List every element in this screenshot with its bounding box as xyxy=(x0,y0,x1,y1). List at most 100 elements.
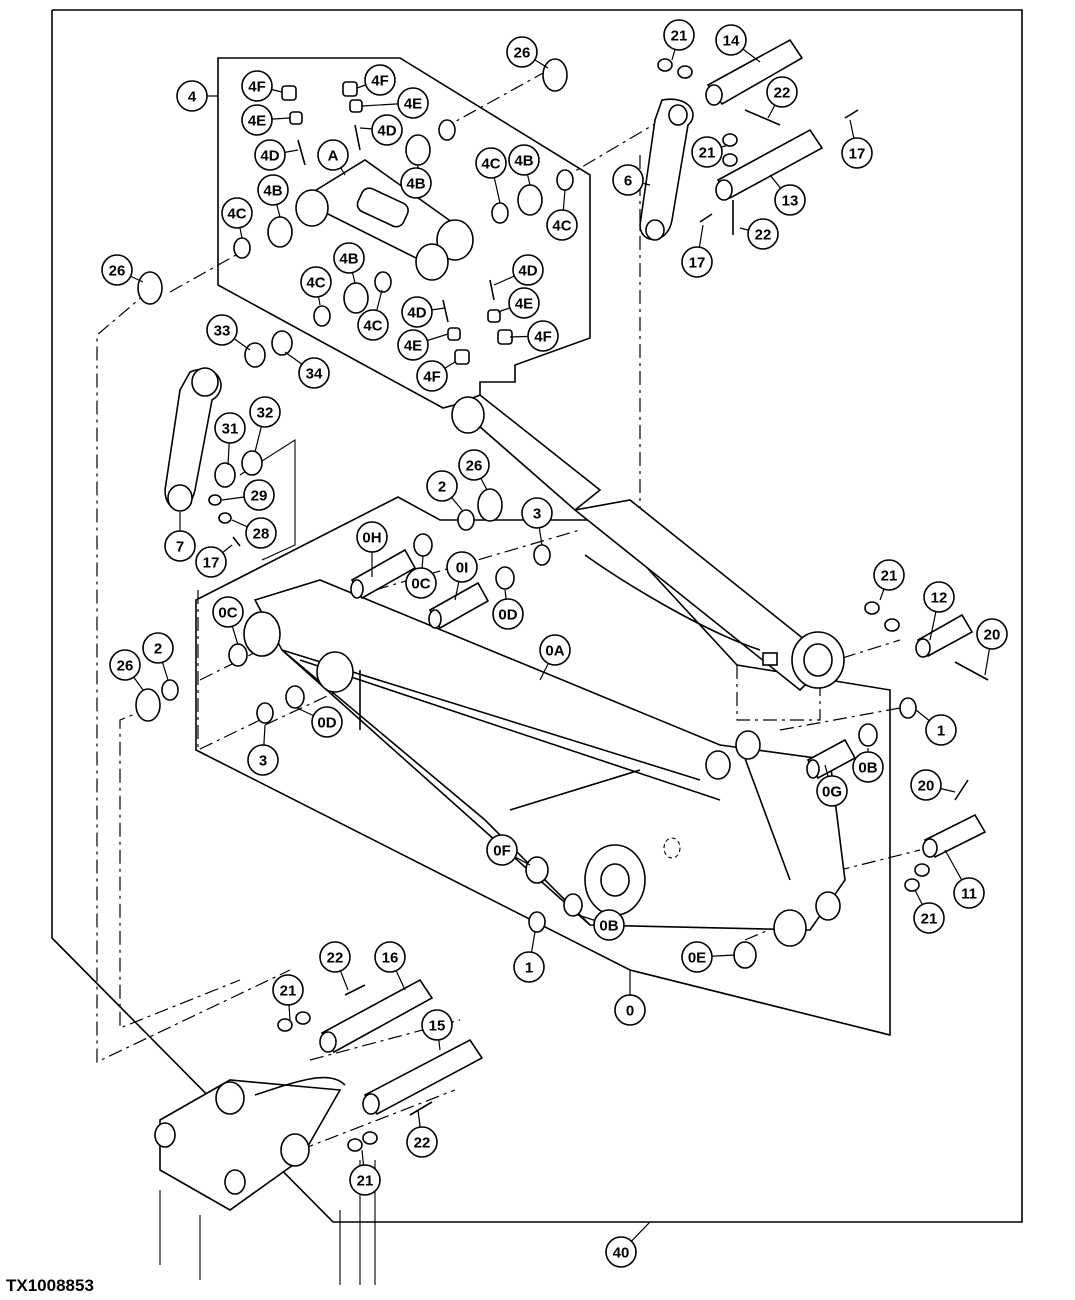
callout-4F: 4F xyxy=(241,70,273,102)
svg-text:4C: 4C xyxy=(363,318,382,335)
svg-text:13: 13 xyxy=(782,193,799,210)
shim-26 xyxy=(137,271,163,305)
callout-0F: 0F xyxy=(486,834,518,866)
fitting-4D xyxy=(442,299,449,323)
fitting-4D xyxy=(297,139,306,166)
ring-3 xyxy=(533,544,551,566)
ring-1 xyxy=(899,697,917,719)
callout-4F: 4F xyxy=(364,64,396,96)
axis-line xyxy=(439,71,546,131)
svg-text:4E: 4E xyxy=(404,96,422,113)
svg-text:0D: 0D xyxy=(317,715,336,732)
callout-28: 28 xyxy=(245,517,277,549)
svg-text:34: 34 xyxy=(306,366,323,383)
svg-text:4D: 4D xyxy=(377,123,396,140)
nut-21 xyxy=(914,863,930,877)
callout-1: 1 xyxy=(513,951,545,983)
svg-text:4F: 4F xyxy=(248,79,266,96)
seal-4C xyxy=(438,119,456,141)
callout-0I: 0I xyxy=(446,551,478,583)
svg-text:22: 22 xyxy=(327,950,344,967)
callout-26: 26 xyxy=(458,449,490,481)
svg-text:4F: 4F xyxy=(534,329,552,346)
callout-16: 16 xyxy=(374,941,406,973)
callout-0C: 0C xyxy=(212,596,244,628)
callout-4F: 4F xyxy=(527,320,559,352)
fitting-17 xyxy=(844,109,859,119)
callout-33: 33 xyxy=(206,314,238,346)
bushing-4B xyxy=(343,282,369,314)
svg-text:14: 14 xyxy=(723,33,740,50)
washer-34 xyxy=(271,330,293,356)
callout-12: 12 xyxy=(923,581,955,613)
svg-text:4C: 4C xyxy=(306,275,325,292)
seal-0C xyxy=(228,643,248,667)
callout-26: 26 xyxy=(109,649,141,681)
svg-text:17: 17 xyxy=(203,555,220,572)
svg-text:2: 2 xyxy=(154,641,162,658)
callout-14: 14 xyxy=(715,24,747,56)
bolt-22 xyxy=(409,1101,433,1116)
callout-4E: 4E xyxy=(508,287,540,319)
nut-21 xyxy=(904,878,920,892)
svg-text:21: 21 xyxy=(280,983,297,1000)
callout-29: 29 xyxy=(243,479,275,511)
bolt-22 xyxy=(744,109,781,126)
callout-0C: 0C xyxy=(405,567,437,599)
svg-text:A: A xyxy=(328,148,339,165)
svg-text:4C: 4C xyxy=(481,156,500,173)
callout-4C: 4C xyxy=(221,197,253,229)
callout-0B: 0B xyxy=(593,909,625,941)
cap-4E xyxy=(487,309,501,323)
callout-2: 2 xyxy=(142,632,174,664)
callout-4B: 4B xyxy=(333,242,365,274)
ring-3 xyxy=(256,702,274,724)
svg-text:20: 20 xyxy=(918,778,935,795)
svg-text:0I: 0I xyxy=(456,560,469,577)
side-link-6 xyxy=(639,98,694,241)
figure-id-label: TX1008853 xyxy=(6,1276,94,1295)
svg-text:4B: 4B xyxy=(339,251,358,268)
nut-21 xyxy=(864,601,880,615)
callout-40: 40 xyxy=(605,1236,637,1268)
callout-22: 22 xyxy=(766,76,798,108)
washer-32 xyxy=(241,450,263,476)
callout-0D: 0D xyxy=(311,706,343,738)
fitting-4D xyxy=(489,279,495,301)
svg-text:26: 26 xyxy=(109,263,126,280)
seal-0C xyxy=(413,533,433,557)
callout-4D: 4D xyxy=(401,296,433,328)
callout-17: 17 xyxy=(195,546,227,578)
axis-line xyxy=(169,249,246,293)
svg-text:26: 26 xyxy=(514,45,531,62)
callout-4: 4 xyxy=(176,80,208,112)
callout-0H: 0H xyxy=(356,521,388,553)
callout-21: 21 xyxy=(913,902,945,934)
svg-text:0F: 0F xyxy=(493,843,511,860)
svg-text:28: 28 xyxy=(253,526,270,543)
svg-text:7: 7 xyxy=(176,539,184,556)
seal-0E xyxy=(733,941,757,969)
bushing-4B xyxy=(517,184,543,216)
callout-4F: 4F xyxy=(416,360,448,392)
callout-4B: 4B xyxy=(400,167,432,199)
callout-0G: 0G xyxy=(816,775,848,807)
callout-17: 17 xyxy=(841,137,873,169)
fitting-17 xyxy=(699,213,713,223)
svg-text:17: 17 xyxy=(849,146,866,163)
callout-2: 2 xyxy=(426,470,458,502)
svg-text:15: 15 xyxy=(429,1018,446,1035)
svg-text:4E: 4E xyxy=(248,113,266,130)
axis-line xyxy=(736,639,901,721)
svg-text:4D: 4D xyxy=(260,148,279,165)
callout-34: 34 xyxy=(298,357,330,389)
seal-4C xyxy=(233,237,251,259)
svg-text:0A: 0A xyxy=(545,643,564,660)
shim-26 xyxy=(135,688,161,722)
pin-14 xyxy=(705,38,804,106)
svg-text:0H: 0H xyxy=(362,530,381,547)
svg-text:29: 29 xyxy=(251,488,268,505)
callout-4C: 4C xyxy=(357,309,389,341)
axis-line xyxy=(96,289,291,1063)
callout-4C: 4C xyxy=(546,209,578,241)
